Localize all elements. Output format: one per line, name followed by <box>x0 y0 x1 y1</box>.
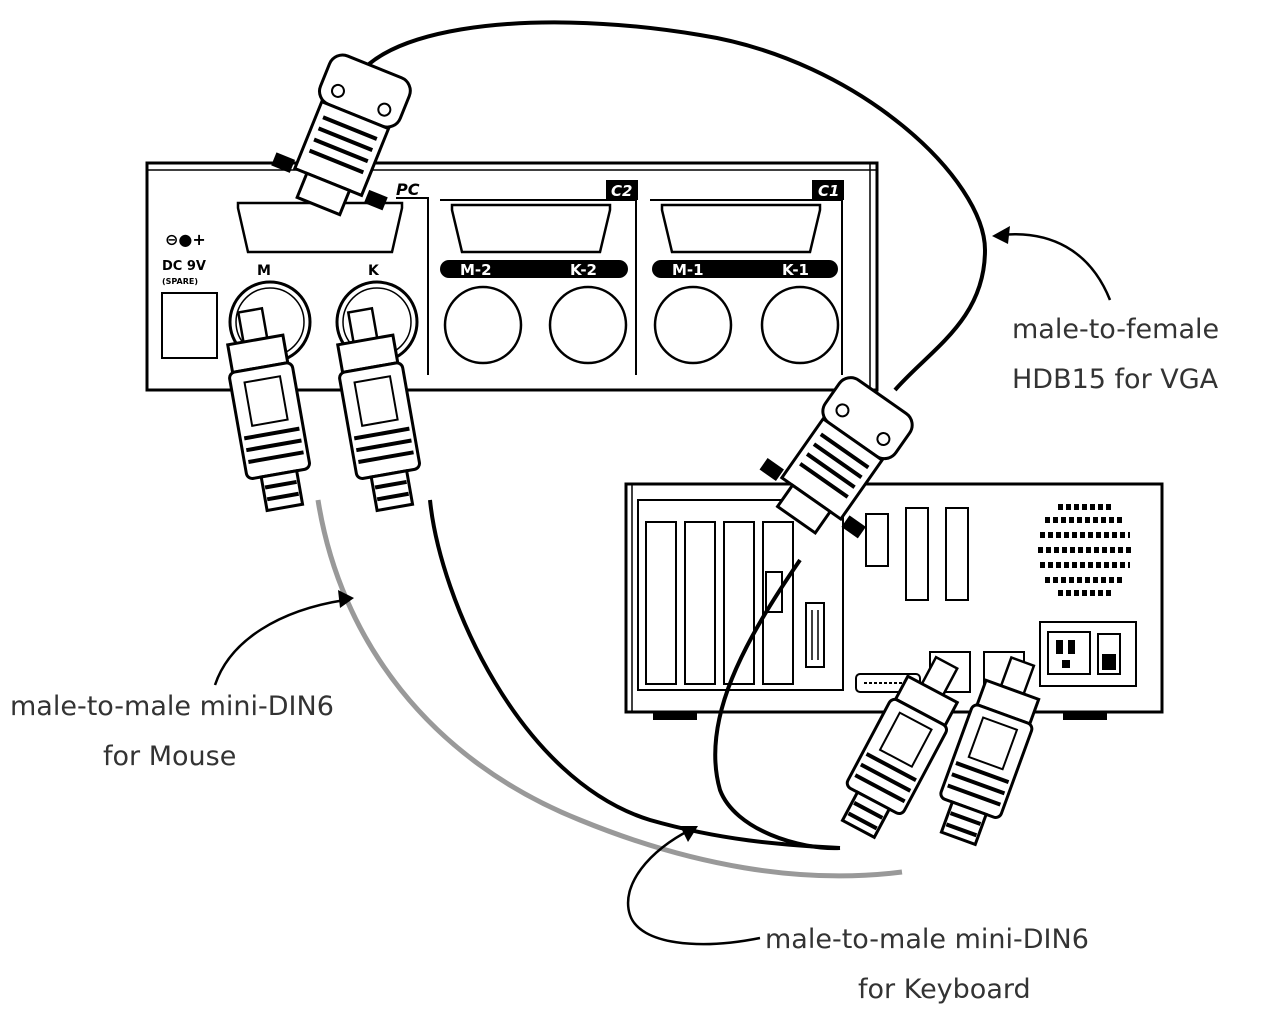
c2-mouse-port <box>443 285 523 365</box>
c1-port-group: C1 M-1 K-1 <box>650 180 844 375</box>
power-polarity-icon: ⊖●+ <box>165 230 206 249</box>
power-inlet-icon <box>1039 621 1137 687</box>
c2-keyboard-port <box>548 285 628 365</box>
drive-bay-2 <box>945 507 969 601</box>
vga-connector-computer <box>759 376 914 539</box>
pc-keyboard-port-label: K <box>368 263 380 279</box>
vga-annotation-arrow-icon <box>992 226 1112 301</box>
c2-mouse-port-label: M-2 <box>460 261 492 279</box>
computer-rear-panel <box>624 482 1164 720</box>
mouse-plug-computer <box>840 655 960 840</box>
vga-connector-kvm <box>271 53 412 217</box>
power-port: ⊖●+ DC 9V (SPARE) <box>161 230 218 359</box>
pc-vga-port <box>236 201 404 254</box>
keyboard-cable-label-line2: for Keyboard <box>858 974 1031 1005</box>
keyboard-plug-computer <box>939 655 1041 847</box>
c1-vga-port <box>660 203 822 254</box>
computer-vga-port <box>865 513 889 567</box>
c1-port-label: C1 <box>818 182 839 200</box>
expansion-slots <box>637 499 844 691</box>
mouse-cable-label-line2: for Mouse <box>103 741 236 772</box>
keyboard-annotation-arrow-icon <box>626 826 761 946</box>
keyboard-plug-kvm <box>335 306 421 513</box>
pc-port-label: PC <box>396 180 420 199</box>
mouse-plug-kvm <box>225 306 311 513</box>
power-label: DC 9V <box>162 259 206 274</box>
fan-grille-icon <box>1037 502 1133 598</box>
vga-cable <box>348 20 988 851</box>
c2-port-group: C2 M-2 K-2 <box>440 180 638 375</box>
mouse-cable <box>315 499 903 879</box>
c1-mouse-port-label: M-1 <box>672 261 704 279</box>
c1-keyboard-port-label: K-1 <box>782 261 809 279</box>
pc-mouse-port-label: M <box>257 263 271 279</box>
vga-cable-label-line1: male-to-female <box>1012 314 1219 345</box>
keyboard-cable-label-line1: male-to-male mini-DIN6 <box>765 924 1089 955</box>
mouse-annotation-arrow-icon <box>213 590 354 686</box>
power-sublabel: (SPARE) <box>162 277 198 286</box>
drive-bay-1 <box>905 507 929 601</box>
c1-mouse-port <box>653 285 733 365</box>
c2-port-label: C2 <box>611 182 632 200</box>
c2-keyboard-port-label: K-2 <box>570 261 597 279</box>
c1-keyboard-port <box>760 285 840 365</box>
vga-cable-label-line2: HDB15 for VGA <box>1012 364 1219 395</box>
mouse-cable-label-line1: male-to-male mini-DIN6 <box>10 691 334 722</box>
power-jack <box>161 292 218 359</box>
c2-vga-port <box>450 203 612 254</box>
parallel-port-vertical <box>805 602 825 668</box>
serial-port <box>765 571 783 613</box>
